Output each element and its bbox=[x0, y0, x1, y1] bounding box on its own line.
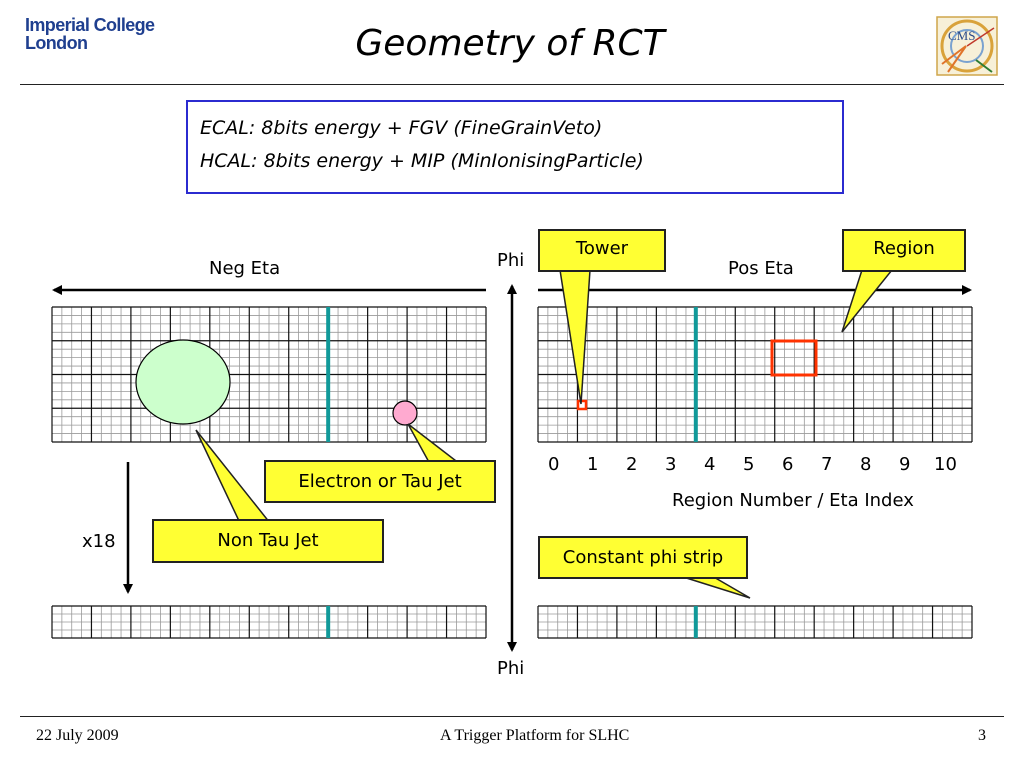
region-number: 1 bbox=[587, 454, 599, 475]
cms-logo-text: CMS bbox=[948, 28, 975, 43]
region-number: 7 bbox=[821, 454, 833, 475]
info-box: ECAL: 8bits energy + FGV (FineGrainVeto)… bbox=[186, 100, 844, 194]
electron-tau-pointer bbox=[407, 423, 463, 465]
imperial-college-logo: Imperial College London bbox=[25, 15, 155, 53]
region-callout: Region bbox=[842, 229, 966, 272]
constant-phi-strip-callout: Constant phi strip bbox=[538, 536, 748, 579]
region-highlight bbox=[770, 339, 818, 377]
region-number: 6 bbox=[782, 454, 794, 475]
tower-grids bbox=[51, 306, 973, 639]
region-pointer bbox=[841, 269, 894, 333]
region-number: 0 bbox=[548, 454, 560, 475]
phi-top-label: Phi bbox=[497, 250, 525, 271]
non-tau-jet-shape bbox=[135, 339, 231, 425]
pos-eta-tower-grid bbox=[537, 306, 973, 443]
region-number: 8 bbox=[860, 454, 872, 475]
ecal-line: ECAL: 8bits energy + FGV (FineGrainVeto) bbox=[200, 117, 603, 139]
header-divider bbox=[20, 84, 1004, 85]
page-title: Geometry of RCT bbox=[355, 23, 665, 64]
neg-eta-label: Neg Eta bbox=[209, 258, 281, 279]
footer-date: 22 July 2009 bbox=[36, 727, 119, 744]
region-number: 9 bbox=[899, 454, 911, 475]
non-tau-jet-callout: Non Tau Jet bbox=[152, 519, 384, 563]
page-number: 3 bbox=[978, 727, 986, 744]
region-number: 2 bbox=[626, 454, 638, 475]
footer-title: A Trigger Platform for SLHC bbox=[440, 727, 630, 744]
hcal-line: HCAL: 8bits energy + MIP (MinIonisingPar… bbox=[200, 150, 644, 172]
neg-eta-phi-strip-grid bbox=[51, 605, 487, 639]
region-number: 4 bbox=[704, 454, 716, 475]
electron-tau-jet-shape bbox=[392, 400, 418, 426]
pos-eta-phi-strip-grid bbox=[537, 605, 973, 639]
region-number: 10 bbox=[934, 454, 957, 475]
cms-logo: CMS bbox=[936, 16, 998, 76]
phi-strip-pointer bbox=[679, 575, 751, 599]
tower-highlight bbox=[576, 399, 588, 411]
electron-tau-jet-callout: Electron or Tau Jet bbox=[264, 460, 496, 503]
pos-eta-label: Pos Eta bbox=[728, 258, 794, 279]
region-number: 3 bbox=[665, 454, 677, 475]
phi-bottom-label: Phi bbox=[497, 658, 525, 679]
tower-pointer bbox=[559, 269, 591, 405]
tower-callout: Tower bbox=[538, 229, 666, 272]
footer-divider bbox=[20, 716, 1004, 717]
region-axis-title: Region Number / Eta Index bbox=[672, 490, 914, 511]
non-tau-pointer bbox=[195, 429, 272, 524]
x18-label: x18 bbox=[82, 531, 116, 552]
region-number: 5 bbox=[743, 454, 755, 475]
neg-eta-tower-grid bbox=[51, 306, 487, 443]
